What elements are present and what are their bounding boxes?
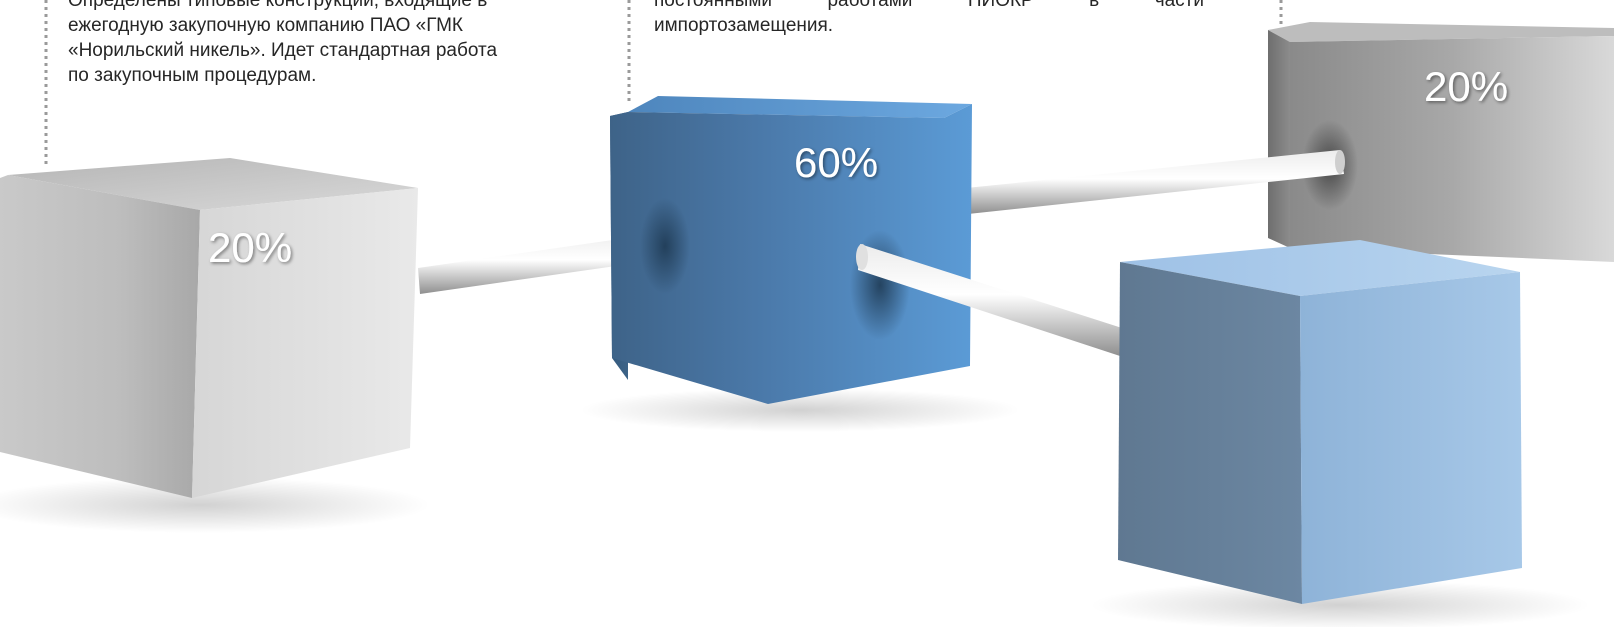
cube-shadow: [1090, 580, 1590, 627]
cube-front: [1118, 240, 1522, 604]
cube-right-label: 20%: [1424, 63, 1508, 110]
cube-center-label: 60%: [794, 139, 878, 186]
rod-center-front: [856, 244, 1122, 356]
cube-center: 60%: [610, 96, 972, 404]
description-left: Определены типовые конструкции, входящие…: [68, 0, 556, 88]
description-left-line: ежегодную закупочную компанию ПАО «ГМК: [68, 15, 463, 36]
cube-right-top: [1268, 22, 1614, 42]
cube-right-front: [1290, 36, 1614, 262]
description-left-line: по закупочным процедурам.: [68, 65, 317, 86]
cube-left-top: [8, 158, 418, 210]
cube-left-side: [192, 188, 418, 498]
cube-front-side: [1118, 262, 1302, 604]
cube-right-side: [1268, 30, 1290, 248]
rod-center-right: [966, 150, 1345, 214]
description-middle-line: импортозамещения.: [654, 15, 834, 36]
description-middle: постоянными работами НИОКР в части импор…: [654, 0, 1204, 38]
cube-front-top: [1120, 240, 1520, 296]
cube-center-top: [628, 96, 972, 118]
cube-left: 20%: [0, 158, 418, 498]
cube-shadow: [580, 388, 1020, 432]
rod-hole: [640, 198, 690, 294]
cube-front-face: [1300, 272, 1522, 604]
cube-left-front: [0, 175, 200, 498]
description-middle-line: постоянными работами НИОКР в части: [654, 0, 1204, 11]
cube-left-label: 20%: [208, 224, 292, 271]
cube-shadow: [0, 477, 430, 533]
description-left-line: Определены типовые конструкции, входящие…: [68, 0, 488, 11]
cube-right: [1268, 22, 1614, 262]
description-left-line: «Норильский никель». Идет стандартная ра…: [68, 40, 498, 61]
